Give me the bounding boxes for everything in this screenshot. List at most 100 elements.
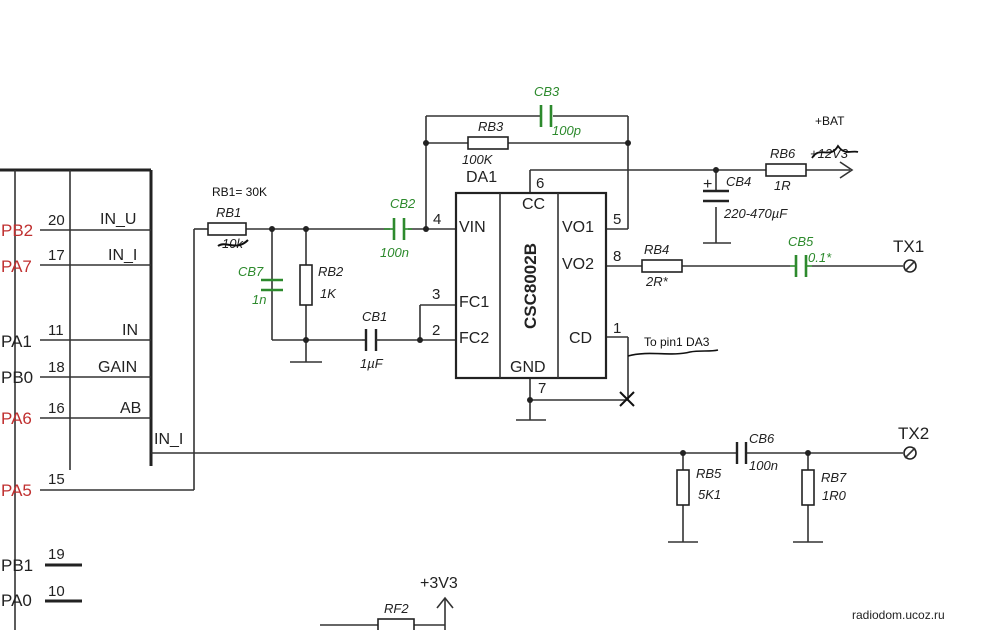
- chip-csc8002b: CSC8002B DA1 VIN CC VO1 VO2 FC1 FC2 CD G…: [432, 169, 621, 397]
- annotations: RB1= 30K To pin1 DA3: [212, 185, 719, 407]
- mcu-port-2: PA1: [1, 332, 32, 351]
- pin-num-cd: 1: [613, 320, 621, 337]
- cb6-value: 100n: [749, 458, 778, 473]
- pin-label-fc2: FC2: [459, 330, 489, 347]
- chip-ref: DA1: [466, 169, 497, 186]
- rb1-body: [207, 222, 247, 236]
- cb3-ref: CB3: [534, 84, 560, 99]
- tx1-label: TX1: [893, 237, 924, 256]
- mcu-port-1: PA7: [1, 257, 32, 276]
- pin-label-gnd: GND: [510, 359, 546, 376]
- rb4-body: [641, 259, 683, 273]
- bat-crossed-label: +12V3: [810, 146, 849, 161]
- pin-num-fc1: 3: [432, 286, 440, 303]
- rb2-value: 1K: [320, 286, 337, 301]
- bat-label: +BAT: [815, 114, 845, 128]
- rb1-value-scribble: [217, 239, 249, 247]
- rb2-ref: RB2: [318, 264, 344, 279]
- rb5-ref: RB5: [696, 466, 722, 481]
- rb4-value: 2R*: [645, 274, 669, 289]
- rb7-body: [801, 469, 815, 506]
- pin-num-vo2: 8: [613, 248, 621, 265]
- pin-num-gnd: 7: [538, 380, 546, 397]
- rb6-ref: RB6: [770, 146, 796, 161]
- mcu-func-0: IN_U: [100, 211, 136, 228]
- cb4-value: 220-470µF: [723, 206, 788, 221]
- mcu-port-5: PA5: [1, 481, 32, 500]
- rb5-body: [676, 469, 690, 506]
- rb3-value: 100K: [462, 152, 494, 167]
- rf2-body: [377, 618, 415, 630]
- mcu-func-4: AB: [120, 400, 141, 417]
- mcu-func-2: IN: [122, 322, 138, 339]
- cb1-ref: CB1: [362, 309, 387, 324]
- rb6-body: [765, 163, 807, 177]
- cb5-ref: CB5: [788, 234, 814, 249]
- mcu-pinnum-3: 18: [48, 359, 65, 376]
- rb7-value: 1R0: [822, 488, 847, 503]
- rb1-note: RB1= 30K: [212, 185, 267, 199]
- terminals: TX1 TX2: [893, 237, 929, 460]
- cb2-value: 100n: [380, 245, 409, 260]
- chip-name: CSC8002B: [521, 243, 540, 329]
- rb1-value: 10k: [222, 236, 244, 251]
- mcu-bus-label: IN_I: [154, 431, 183, 448]
- mcu-port-6: PB1: [1, 556, 33, 575]
- rb7-ref: RB7: [821, 470, 847, 485]
- mcu-port-3: PB0: [1, 368, 33, 387]
- cb7-value: 1n: [252, 292, 266, 307]
- wires: [151, 115, 903, 630]
- pin-label-vo2: VO2: [562, 256, 594, 273]
- pin-num-vin: 4: [433, 211, 441, 228]
- mcu-pinnum-5: 15: [48, 471, 65, 488]
- mcu-pinnum-4: 16: [48, 400, 65, 417]
- pin-num-vo1: 5: [613, 211, 621, 228]
- mcu-pinnum-6: 19: [48, 546, 65, 563]
- cb3-value: 100p: [552, 123, 581, 138]
- watermark: radiodom.ucoz.ru: [852, 608, 945, 622]
- pin-label-vo1: VO1: [562, 219, 594, 236]
- rb6-value: 1R: [774, 178, 791, 193]
- cb4-plus: +: [703, 176, 712, 193]
- rb4-ref: RB4: [644, 242, 669, 257]
- cd-note: To pin1 DA3: [644, 335, 710, 349]
- pin-label-cc: CC: [522, 196, 545, 213]
- resistors: RB1 10k RB2 1K RB3 100K RB4 2R* RB5 5K1 …: [207, 119, 847, 630]
- pin-label-vin: VIN: [459, 219, 486, 236]
- cb5-value: 0.1*: [808, 250, 832, 265]
- cb6-ref: CB6: [749, 431, 775, 446]
- mcu-port-7: PA0: [1, 591, 32, 610]
- v33-label: +3V3: [420, 575, 458, 592]
- mcu-block: PB2 20 IN_U PA7 17 IN_I PA1 11 IN PB0 18…: [0, 168, 194, 630]
- rb2-body: [299, 264, 313, 306]
- rb1-ref: RB1: [216, 205, 241, 220]
- pin-num-fc2: 2: [432, 322, 440, 339]
- capacitors: CB1 1µF CB2 100n CB3 100p + CB4 220-470µ…: [238, 84, 832, 473]
- pin-label-fc1: FC1: [459, 294, 489, 311]
- rb3-ref: RB3: [478, 119, 504, 134]
- junction-dots: [269, 140, 811, 456]
- cb7-ref: CB7: [238, 264, 264, 279]
- cb4-ref: CB4: [726, 174, 751, 189]
- rb3-body: [467, 136, 509, 150]
- tx2-label: TX2: [898, 424, 929, 443]
- mcu-func-3: GAIN: [98, 359, 137, 376]
- supplies: +BAT +12V3 +3V3: [420, 114, 859, 592]
- cd-cross-mark: [619, 391, 635, 407]
- mcu-pinnum-0: 20: [48, 212, 65, 229]
- pin-num-cc: 6: [536, 175, 544, 192]
- mcu-pinnum-7: 10: [48, 583, 65, 600]
- cb2-ref: CB2: [390, 196, 416, 211]
- mcu-port-4: PA6: [1, 409, 32, 428]
- mcu-pinnum-1: 17: [48, 247, 65, 264]
- mcu-port-0: PB2: [1, 221, 33, 240]
- pin-label-cd: CD: [569, 330, 592, 347]
- mcu-func-1: IN_I: [108, 247, 137, 264]
- mcu-pinnum-2: 11: [48, 322, 64, 339]
- rb5-value: 5K1: [698, 487, 721, 502]
- bat-crossout-scribble: [811, 144, 859, 159]
- cb1-value: 1µF: [360, 356, 384, 371]
- cd-note-underline: [627, 349, 719, 357]
- rf2-ref: RF2: [384, 601, 409, 616]
